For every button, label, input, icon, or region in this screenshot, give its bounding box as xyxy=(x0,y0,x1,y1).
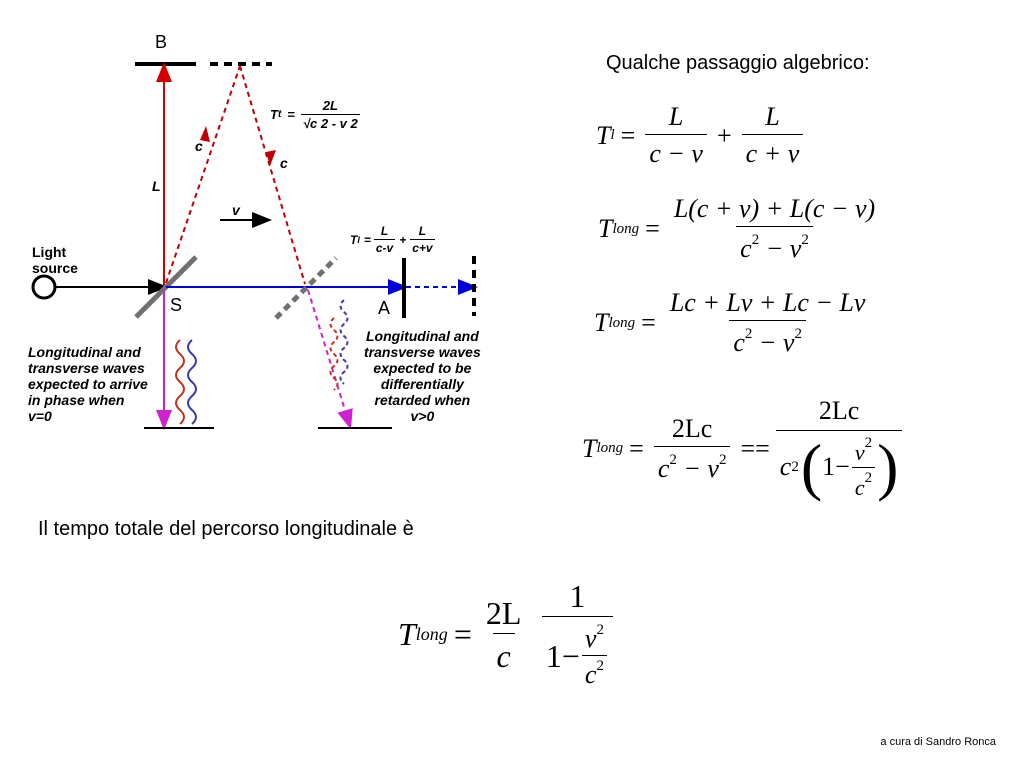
tt-num: 2L xyxy=(322,98,338,113)
final-den1: c xyxy=(496,637,511,674)
eq4-lhs: T xyxy=(582,433,597,463)
light-source-label: Light source xyxy=(32,244,78,276)
tt-den: c 2 - v 2 xyxy=(310,116,358,131)
label-velocity: v xyxy=(232,202,240,218)
eq1-num1: L xyxy=(668,102,684,131)
label-b: B xyxy=(155,32,168,52)
label-length: L xyxy=(152,178,161,194)
michelson-diagram xyxy=(31,62,478,430)
transverse-up xyxy=(165,65,241,284)
tl-num1: L xyxy=(380,224,389,238)
light-source-circle xyxy=(31,274,57,300)
transverse-down xyxy=(239,65,306,285)
eq2-lhs: T xyxy=(598,214,613,243)
eq2-sub: long xyxy=(612,220,640,237)
tt-lhs: T xyxy=(270,107,278,122)
beam-splitter-moved xyxy=(274,256,338,320)
eq3-den-b: − v xyxy=(758,328,795,357)
eq4-double-equals: == xyxy=(740,433,770,463)
tl-num2: L xyxy=(418,224,427,238)
label-c-right: c xyxy=(280,155,288,171)
final-sub: long xyxy=(415,624,448,644)
final-lhs: T xyxy=(398,616,416,652)
wave-blue-left xyxy=(187,339,197,425)
eq3-lhs: T xyxy=(594,308,609,337)
tl-lhs: T xyxy=(350,232,358,247)
eq3-num: Lc + Lv + Lc − Lv xyxy=(669,288,866,317)
eq1-num2: L xyxy=(765,102,780,131)
eq1-sub: l xyxy=(610,127,615,143)
label-a: A xyxy=(378,298,391,318)
eq2-den-b: − v xyxy=(765,234,802,263)
eq4-num2: 2Lc xyxy=(818,396,860,425)
tl-den1: c-v xyxy=(373,239,396,255)
tt-sub: t xyxy=(277,109,282,120)
eq1-den2: c + v xyxy=(745,139,800,168)
label-c-left: c xyxy=(195,138,203,154)
tl-sub: l xyxy=(357,234,360,245)
eq4-num1: 2Lc xyxy=(671,413,713,443)
final-num2: 1 xyxy=(569,578,586,614)
note-retarded: Longitudinal and transverse waves expect… xyxy=(364,328,481,424)
eq2-num: L(c + v) + L(c − v) xyxy=(673,194,876,223)
body-text: Il tempo totale del percorso longitudina… xyxy=(38,518,414,540)
eq3-sub: long xyxy=(608,314,636,331)
wave-red-right xyxy=(329,317,339,391)
output-path-right xyxy=(307,289,353,430)
algebra-title: Qualche passaggio algebrico: xyxy=(606,52,870,74)
footer-credit: a cura di Sandro Ronca xyxy=(880,736,996,748)
eq4-sub: long xyxy=(596,440,624,456)
eq1-plus: + xyxy=(716,120,732,150)
final-num1: 2L xyxy=(485,594,522,631)
wave-red-left xyxy=(175,339,185,425)
label-s: S xyxy=(170,295,183,315)
eq2-den-a: c xyxy=(740,234,752,263)
note-in-phase: Longitudinal and transverse waves expect… xyxy=(28,344,148,424)
eq1-lhs: T xyxy=(596,120,611,150)
eq1-den1: c − v xyxy=(649,139,703,168)
eq3-den-a: c xyxy=(733,328,745,357)
wave-blue-right xyxy=(339,299,349,385)
transverse-arrow-down xyxy=(266,150,276,166)
transverse-arrow-up xyxy=(200,126,210,142)
tl-den2: c+v xyxy=(410,239,435,255)
